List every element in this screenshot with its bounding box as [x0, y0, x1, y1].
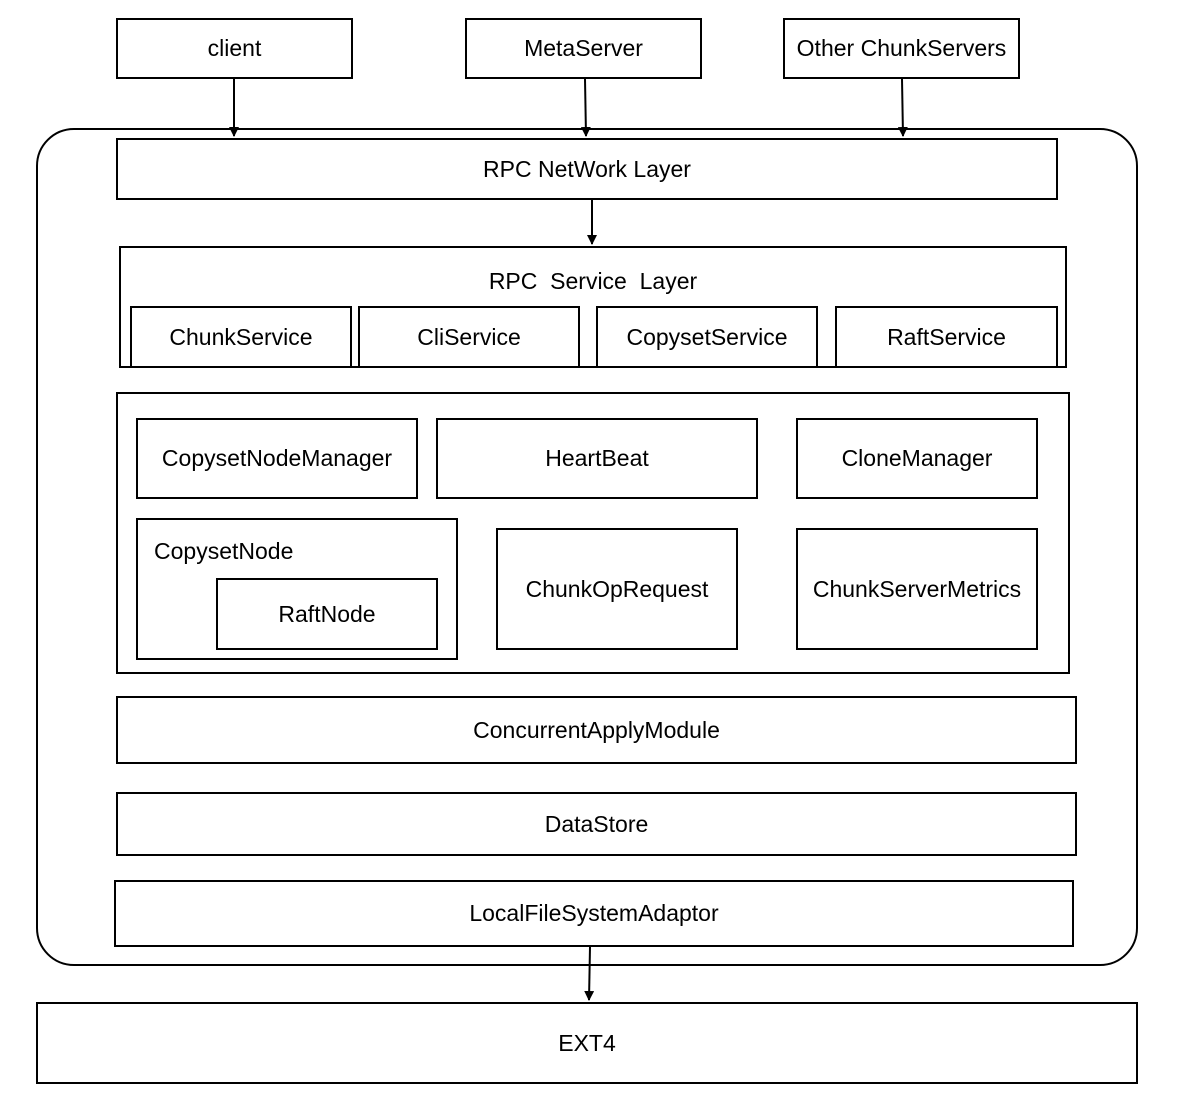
- raft-node-label: RaftNode: [278, 600, 376, 627]
- rpc-service-layer-title: RPC Service Layer: [488, 268, 698, 294]
- heartbeat-label: HeartBeat: [545, 445, 649, 471]
- rpc-network-layer-box: RPC NetWork Layer: [116, 138, 1058, 200]
- ext4-box: EXT4: [36, 1002, 1138, 1084]
- raft-node-box: RaftNode: [216, 578, 438, 650]
- raft-service-label: RaftService: [887, 323, 1006, 350]
- chunkserver-metrics-box: ChunkServerMetrics: [796, 528, 1038, 650]
- ext4-label: EXT4: [558, 1029, 616, 1056]
- client-label: client: [207, 35, 262, 61]
- clone-manager-box: CloneManager: [796, 418, 1038, 499]
- cli-service-box: CliService: [358, 306, 580, 368]
- raft-service-box: RaftService: [835, 306, 1058, 368]
- local-fs-adaptor-label: LocalFileSystemAdaptor: [469, 900, 719, 926]
- metaserver-box: MetaServer: [465, 18, 702, 79]
- cli-service-label: CliService: [417, 323, 521, 350]
- other-chunkservers-box: Other ChunkServers: [783, 18, 1020, 79]
- concurrent-apply-module-label: ConcurrentApplyModule: [473, 716, 720, 743]
- chunk-op-request-label: ChunkOpRequest: [525, 575, 709, 602]
- concurrent-apply-module-box: ConcurrentApplyModule: [116, 696, 1077, 764]
- metaserver-label: MetaServer: [524, 35, 643, 61]
- chunk-service-box: ChunkService: [130, 306, 352, 368]
- clone-manager-label: CloneManager: [841, 445, 993, 471]
- heartbeat-box: HeartBeat: [436, 418, 758, 499]
- datastore-label: DataStore: [544, 810, 649, 837]
- rpc-network-layer-label: RPC NetWork Layer: [483, 155, 691, 182]
- datastore-box: DataStore: [116, 792, 1077, 856]
- local-fs-adaptor-box: LocalFileSystemAdaptor: [114, 880, 1074, 947]
- other-chunkservers-label: Other ChunkServers: [796, 35, 1007, 61]
- copyset-node-manager-box: CopysetNodeManager: [136, 418, 418, 499]
- copyset-service-box: CopysetService: [596, 306, 818, 368]
- chunkserver-metrics-label: ChunkServerMetrics: [812, 575, 1022, 602]
- copyset-service-label: CopysetService: [626, 323, 788, 350]
- copyset-node-label: CopysetNode: [154, 538, 294, 564]
- chunk-op-request-box: ChunkOpRequest: [496, 528, 738, 650]
- chunk-service-label: ChunkService: [169, 323, 313, 350]
- client-box: client: [116, 18, 353, 79]
- core-module-group: [116, 392, 1070, 674]
- copyset-node-manager-label: CopysetNodeManager: [161, 445, 393, 471]
